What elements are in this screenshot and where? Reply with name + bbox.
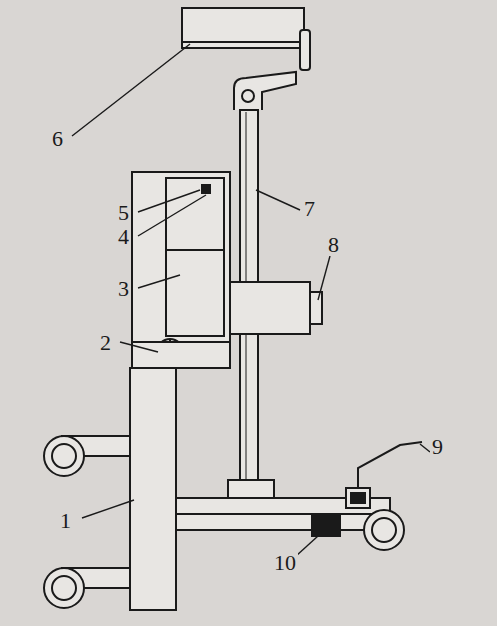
screen (182, 8, 304, 48)
sleeve (230, 282, 310, 334)
callout-number: 9 (430, 436, 445, 458)
callout-number: 5 (116, 202, 131, 224)
panel (132, 172, 230, 342)
callout-number: 10 (272, 552, 298, 574)
wheel (44, 568, 84, 608)
callout-number: 7 (302, 198, 317, 220)
post (130, 368, 176, 610)
callout-number: 4 (116, 226, 131, 248)
handle (358, 442, 422, 488)
callout-number: 1 (58, 510, 73, 532)
callout-number: 6 (50, 128, 65, 150)
callout-number: 2 (98, 332, 113, 354)
callout-number: 3 (116, 278, 131, 300)
block (312, 514, 340, 536)
callout-number: 8 (326, 234, 341, 256)
wheel (364, 510, 404, 550)
wheel (44, 436, 84, 476)
